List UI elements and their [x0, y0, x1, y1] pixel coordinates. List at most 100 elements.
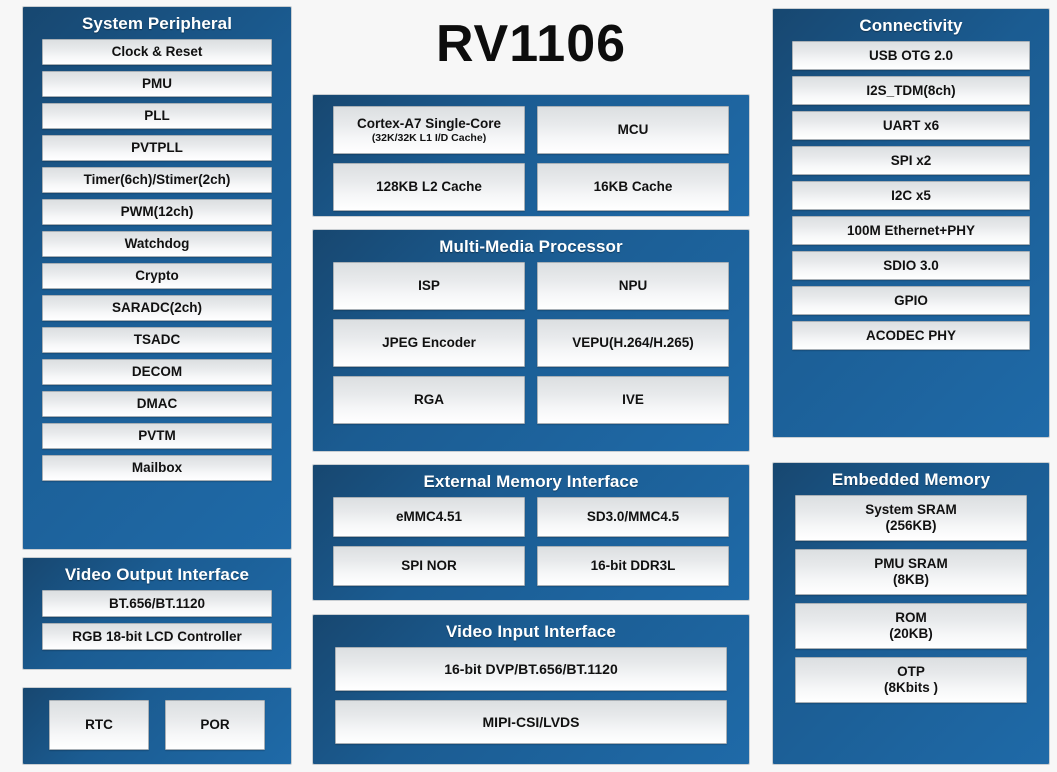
block-dmac[interactable]: DMAC	[42, 391, 272, 417]
block-label: Cortex-A7 Single-Core	[356, 115, 502, 131]
block-label: I2S_TDM(8ch)	[866, 82, 956, 98]
system-peripheral-list: Clock & Reset PMU PLL PVTPLL Timer(6ch)/…	[33, 39, 281, 489]
panel-title-video-input-interface: Video Input Interface	[446, 622, 616, 641]
block-ddr3l[interactable]: 16-bit DDR3L	[537, 546, 729, 586]
block-label: JPEG Encoder	[382, 335, 476, 351]
block-timer-stimer[interactable]: Timer(6ch)/Stimer(2ch)	[42, 167, 272, 193]
block-acodec-phy[interactable]: ACODEC PHY	[792, 321, 1030, 350]
block-label: Watchdog	[124, 236, 190, 252]
block-label: I2C x5	[891, 187, 931, 203]
block-ethernet-phy[interactable]: 100M Ethernet+PHY	[792, 216, 1030, 245]
block-bt656-bt1120[interactable]: BT.656/BT.1120	[42, 590, 272, 617]
rtc-por-list: RTC POR	[33, 688, 281, 764]
block-l2-cache[interactable]: 128KB L2 Cache	[333, 163, 525, 211]
block-crypto[interactable]: Crypto	[42, 263, 272, 289]
block-rga[interactable]: RGA	[333, 376, 525, 424]
block-label: VEPU(H.264/H.265)	[572, 335, 694, 351]
block-i2s-tdm[interactable]: I2S_TDM(8ch)	[792, 76, 1030, 105]
block-mcu-cache[interactable]: 16KB Cache	[537, 163, 729, 211]
block-watchdog[interactable]: Watchdog	[42, 231, 272, 257]
block-gpio[interactable]: GPIO	[792, 286, 1030, 315]
block-label: eMMC4.51	[395, 509, 463, 525]
block-spi[interactable]: SPI x2	[792, 146, 1030, 175]
block-sublabel: (256KB)	[885, 518, 937, 533]
block-jpeg-encoder[interactable]: JPEG Encoder	[333, 319, 525, 367]
panel-video-input-interface: Video Input Interface 16-bit DVP/BT.656/…	[312, 614, 750, 765]
block-mailbox[interactable]: Mailbox	[42, 455, 272, 481]
block-label: POR	[200, 717, 230, 733]
block-tsadc[interactable]: TSADC	[42, 327, 272, 353]
block-pmu-sram[interactable]: PMU SRAM (8KB)	[795, 549, 1027, 595]
block-label: SPI x2	[890, 152, 932, 168]
block-label: SD3.0/MMC4.5	[586, 509, 680, 525]
panel-title-video-output-interface: Video Output Interface	[64, 565, 250, 584]
block-pll[interactable]: PLL	[42, 103, 272, 129]
block-usb-otg[interactable]: USB OTG 2.0	[792, 41, 1030, 70]
block-system-sram[interactable]: System SRAM (256KB)	[795, 495, 1027, 541]
cpu-list: Cortex-A7 Single-Core (32K/32K L1 I/D Ca…	[323, 95, 739, 221]
page-title: RV1106	[435, 15, 627, 73]
block-rgb-lcd-controller[interactable]: RGB 18-bit LCD Controller	[42, 623, 272, 650]
block-pvtpll[interactable]: PVTPLL	[42, 135, 272, 161]
block-i2c[interactable]: I2C x5	[792, 181, 1030, 210]
block-cortex-a7[interactable]: Cortex-A7 Single-Core (32K/32K L1 I/D Ca…	[333, 106, 525, 154]
block-label: MCU	[617, 122, 649, 138]
block-label: ISP	[418, 278, 440, 294]
block-label: RTC	[85, 717, 113, 733]
block-saradc[interactable]: SARADC(2ch)	[42, 295, 272, 321]
block-sublabel: (32K/32K L1 I/D Cache)	[371, 132, 487, 145]
block-label: PMU SRAM	[874, 556, 948, 572]
block-label: TSADC	[133, 332, 181, 348]
block-emmc[interactable]: eMMC4.51	[333, 497, 525, 537]
panel-rtc-por: RTC POR	[22, 687, 292, 765]
block-uart[interactable]: UART x6	[792, 111, 1030, 140]
block-por[interactable]: POR	[165, 700, 265, 750]
block-spi-nor[interactable]: SPI NOR	[333, 546, 525, 586]
block-pmu[interactable]: PMU	[42, 71, 272, 97]
panel-title-system-peripheral: System Peripheral	[81, 14, 233, 33]
block-label: NPU	[618, 278, 648, 294]
panel-external-memory-interface: External Memory Interface eMMC4.51 SD3.0…	[312, 464, 750, 601]
block-label: Crypto	[135, 268, 179, 284]
block-label: Mailbox	[131, 460, 183, 476]
block-mcu[interactable]: MCU	[537, 106, 729, 154]
block-otp[interactable]: OTP (8Kbits )	[795, 657, 1027, 703]
panel-cpu: Cortex-A7 Single-Core (32K/32K L1 I/D Ca…	[312, 94, 750, 217]
block-label: DMAC	[136, 396, 178, 412]
panel-title-connectivity: Connectivity	[859, 16, 963, 35]
block-label: PVTM	[138, 428, 176, 444]
block-label: PMU	[142, 76, 172, 92]
block-sd-mmc[interactable]: SD3.0/MMC4.5	[537, 497, 729, 537]
block-sublabel: (8Kbits )	[884, 680, 938, 695]
block-pvtm[interactable]: PVTM	[42, 423, 272, 449]
embedded-memory-list: System SRAM (256KB) PMU SRAM (8KB) ROM (…	[783, 495, 1039, 713]
block-label: UART x6	[882, 117, 940, 133]
block-clock-reset[interactable]: Clock & Reset	[42, 39, 272, 65]
connectivity-list: USB OTG 2.0 I2S_TDM(8ch) UART x6 SPI x2 …	[783, 41, 1039, 358]
block-ive[interactable]: IVE	[537, 376, 729, 424]
block-label: 16-bit DDR3L	[590, 558, 676, 574]
block-sublabel: (8KB)	[893, 572, 929, 587]
panel-embedded-memory: Embedded Memory System SRAM (256KB) PMU …	[772, 462, 1050, 765]
block-label: SPI NOR	[401, 558, 457, 574]
block-label: ROM	[895, 610, 927, 626]
block-rom[interactable]: ROM (20KB)	[795, 603, 1027, 649]
panel-system-peripheral: System Peripheral Clock & Reset PMU PLL …	[22, 6, 292, 550]
block-mipi-csi-lvds[interactable]: MIPI-CSI/LVDS	[335, 700, 727, 744]
panel-title-embedded-memory: Embedded Memory	[831, 470, 991, 489]
external-memory-list: eMMC4.51 SD3.0/MMC4.5 SPI NOR 16-bit DDR…	[323, 497, 739, 596]
block-rtc[interactable]: RTC	[49, 700, 149, 750]
block-label: SDIO 3.0	[883, 257, 939, 273]
block-vepu[interactable]: VEPU(H.264/H.265)	[537, 319, 729, 367]
block-label: SARADC(2ch)	[111, 300, 202, 316]
video-input-list: 16-bit DVP/BT.656/BT.1120 MIPI-CSI/LVDS	[323, 647, 739, 756]
block-isp[interactable]: ISP	[333, 262, 525, 310]
block-pwm[interactable]: PWM(12ch)	[42, 199, 272, 225]
panel-title-multimedia-processor: Multi-Media Processor	[439, 237, 623, 256]
block-label: DECOM	[131, 364, 183, 380]
block-dvp-bt656-bt1120[interactable]: 16-bit DVP/BT.656/BT.1120	[335, 647, 727, 691]
block-label: PVTPLL	[131, 140, 183, 156]
block-decom[interactable]: DECOM	[42, 359, 272, 385]
block-npu[interactable]: NPU	[537, 262, 729, 310]
block-sdio[interactable]: SDIO 3.0	[792, 251, 1030, 280]
